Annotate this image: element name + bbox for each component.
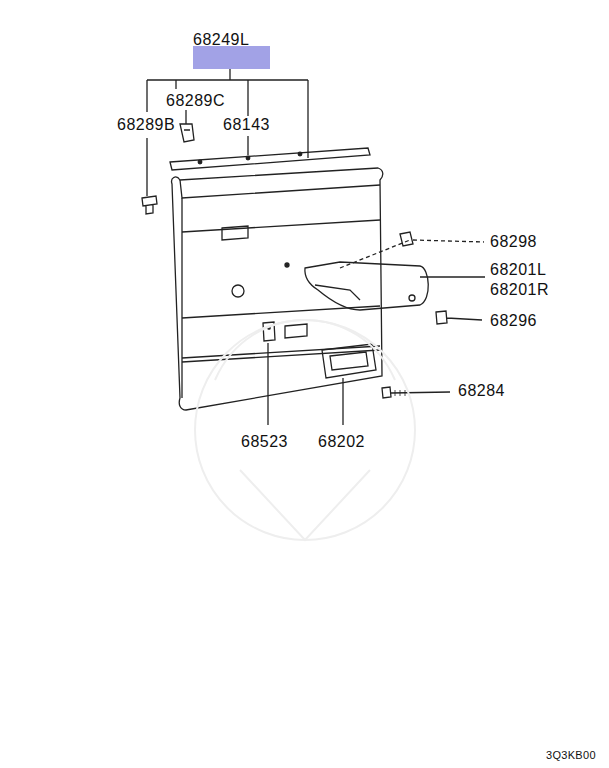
callout-number: 68296 [489,312,538,330]
callout-number: 68289B [116,116,176,134]
callout-number: 68523 [240,433,289,451]
part-group-box: 68249L [193,32,270,69]
part-number: 68249L [193,32,270,48]
diagram-code: 3Q3KB00 [545,749,597,762]
callout-number: 68202 [317,433,366,451]
callout-number: 68201R [489,281,550,299]
callout-number: 68289C [165,92,226,110]
callout-number: 68143 [222,116,271,134]
callout-number: 68284 [457,382,506,400]
callout-number: 68201L [489,261,547,279]
callout-number: 68298 [489,233,538,251]
